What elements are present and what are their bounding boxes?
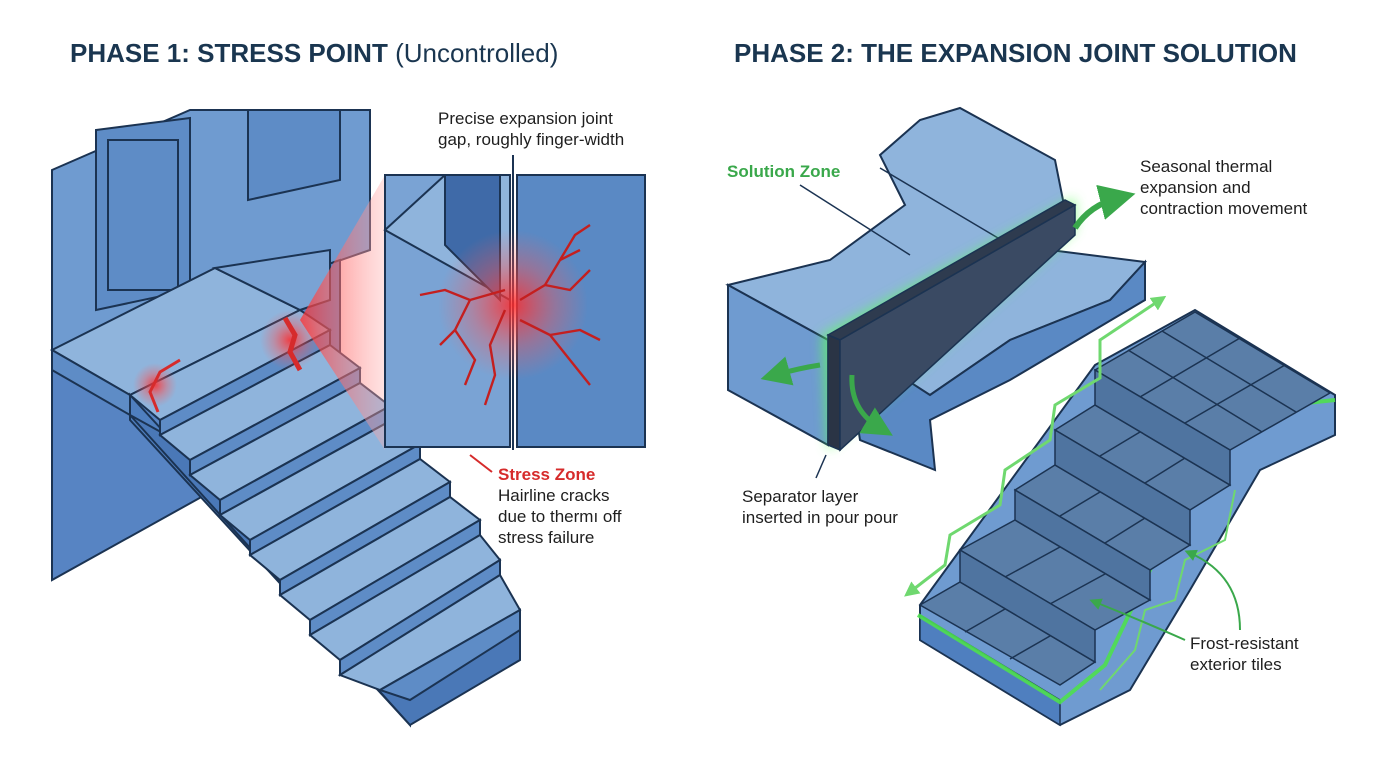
tiles-leader-1 — [1089, 598, 1186, 641]
stress-zone-desc-1: Hairline cracks — [498, 486, 610, 505]
zoom-beam — [300, 175, 385, 450]
stress-zone-title: Stress Zone — [498, 465, 596, 484]
tiles-label: Frost-resistant exterior tiles — [1190, 633, 1299, 675]
movement-label-line-2: expansion and — [1140, 178, 1251, 197]
phase1-title-main: PHASE 1: STRESS POINT — [70, 38, 388, 68]
tiles-label-line-2: exterior tiles — [1190, 655, 1282, 674]
solution-zone-label: Solution Zone — [727, 161, 840, 182]
solution-zone-title: Solution Zone — [727, 162, 841, 181]
gap-label-line-1: Precise expansion joint — [438, 109, 613, 128]
phase1-title-sub: (Uncontrolled) — [395, 38, 559, 68]
stress-zone-desc-2: due to thermı off — [498, 507, 622, 526]
gap-label: Precise expansion joint gap, roughly fin… — [438, 108, 624, 150]
movement-label-line-1: Seasonal thermal — [1140, 157, 1273, 176]
movement-label-line-3: contraction movement — [1140, 199, 1308, 218]
stairs-glow-edge — [1099, 489, 1236, 691]
tiles-label-line-1: Frost-resistant — [1190, 634, 1299, 653]
stress-leader-line — [469, 454, 493, 473]
separator-leader — [815, 454, 827, 479]
phase1-hairline-cracks — [419, 224, 601, 406]
solution-zone-leader — [799, 184, 911, 256]
phase1-staircase — [128, 308, 522, 728]
movement-label: Seasonal thermal expansion and contracti… — [1140, 156, 1307, 219]
stairs-movement-arrow — [904, 295, 1167, 597]
phase1-zoom-inset — [383, 155, 646, 450]
phase1-title: PHASE 1: STRESS POINT (Uncontrolled) — [70, 38, 558, 69]
separator-label: Separator layer inserted in pour pour — [742, 486, 898, 528]
stress-zone-label: Stress Zone Hairline cracks due to therm… — [498, 464, 621, 548]
separator-label-line-2: inserted in pour pour — [742, 508, 898, 527]
stress-zone-desc-3: stress failure — [498, 528, 595, 547]
separator-label-line-1: Separator layer — [742, 487, 859, 506]
phase2-title: PHASE 2: THE EXPANSION JOINT SOLUTION — [734, 38, 1297, 68]
phase2-movement-arrows — [760, 184, 1136, 436]
tiles-leader-2 — [1184, 549, 1241, 631]
gap-label-line-2: gap, roughly finger-width — [438, 130, 625, 149]
